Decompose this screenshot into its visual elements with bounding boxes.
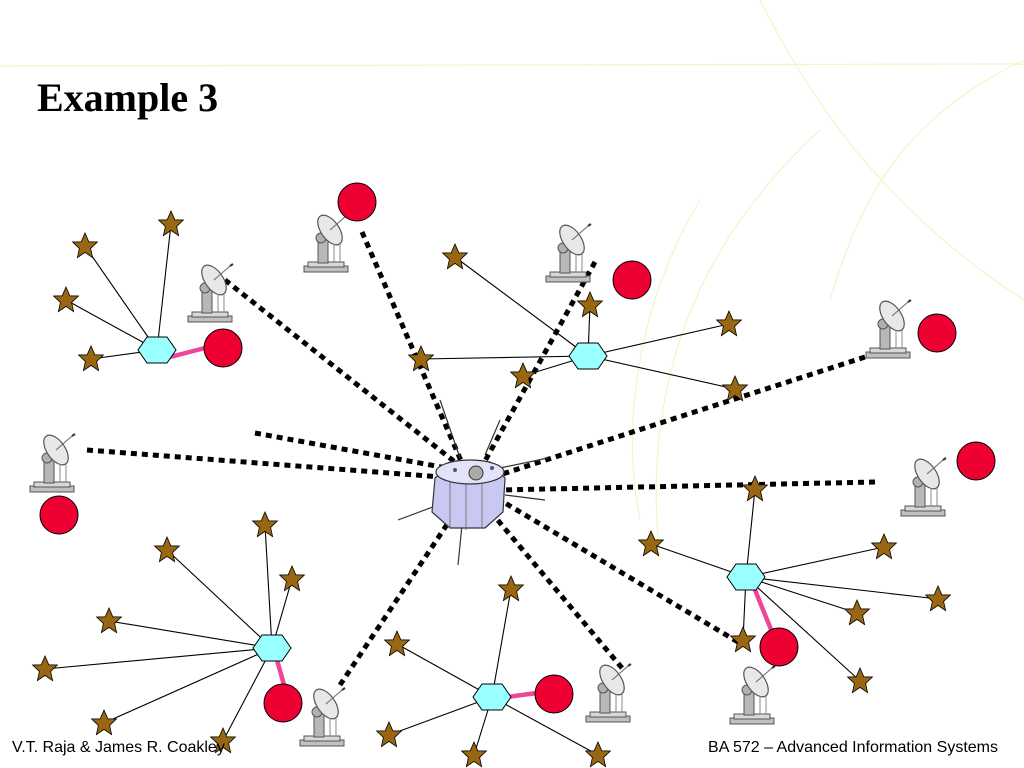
satellite-icon (397, 399, 549, 566)
star-icon (510, 362, 536, 389)
star-icon (96, 607, 122, 633)
uplink (477, 260, 598, 472)
hexagon-hub-icon (726, 563, 766, 591)
footer-authors: V.T. Raja & James R. Coakley (12, 739, 225, 756)
uplinks (86, 231, 876, 687)
red-circle-icon (917, 313, 957, 353)
red-circle-icon (263, 683, 303, 723)
satellite-dish-icon (865, 295, 912, 359)
spokes (44, 223, 939, 756)
star-icon (730, 626, 756, 652)
star-icon (91, 709, 117, 735)
satellite-dish-icon (585, 659, 632, 723)
star-icon (78, 345, 104, 372)
background-arcs (0, 0, 1024, 561)
uplink (483, 503, 624, 670)
satellite-dish-icon (29, 429, 76, 493)
star-icon (53, 286, 79, 313)
satellite-dish-icon (900, 453, 947, 517)
red-circle-icon (39, 495, 79, 535)
red-circle-icon (337, 182, 377, 222)
red-circle-icon (534, 674, 574, 714)
satellite-dish-icon (187, 259, 234, 323)
star-icon (585, 741, 611, 767)
red-circle-icon (759, 627, 799, 667)
star-icon (279, 565, 305, 591)
satellite-dish-icon (729, 661, 776, 725)
star-icon (376, 721, 402, 747)
uplink (337, 506, 461, 687)
star-icon (442, 243, 468, 270)
hexagon-hub-icon (252, 634, 292, 662)
star-icon (742, 475, 768, 502)
satellite-dish-icon (299, 683, 346, 747)
hexagon-hub-icon (137, 336, 177, 364)
slide-title: Example 3 (37, 75, 219, 120)
uplink (223, 278, 467, 472)
star-icon (871, 533, 897, 559)
uplink (498, 497, 740, 645)
star-icon (847, 667, 873, 693)
footer-course: BA 572 – Advanced Information Systems (708, 739, 998, 756)
star-icon (844, 599, 870, 625)
star-icon (158, 210, 184, 237)
hexagon-hub-icon (568, 342, 608, 370)
red-circle-icon (612, 260, 652, 300)
star-icon (716, 310, 742, 337)
uplink (499, 479, 876, 493)
ground-links (169, 345, 775, 700)
uplink (489, 354, 866, 481)
hexagon-hub-icon (472, 683, 512, 711)
star-icon (461, 741, 487, 767)
red-circle-icon (203, 328, 243, 368)
star-icon (925, 585, 951, 611)
ground-stations (39, 182, 996, 723)
uplink (359, 231, 468, 471)
satellite-dish-icon (303, 209, 350, 273)
star-icon (32, 655, 58, 681)
red-circle-icon (956, 441, 996, 481)
star-icon (384, 630, 410, 656)
satellite-dish-icon (545, 219, 592, 283)
uplink (86, 447, 456, 481)
star-icon (72, 232, 98, 259)
star-icon (498, 575, 524, 601)
uplink (254, 430, 459, 473)
